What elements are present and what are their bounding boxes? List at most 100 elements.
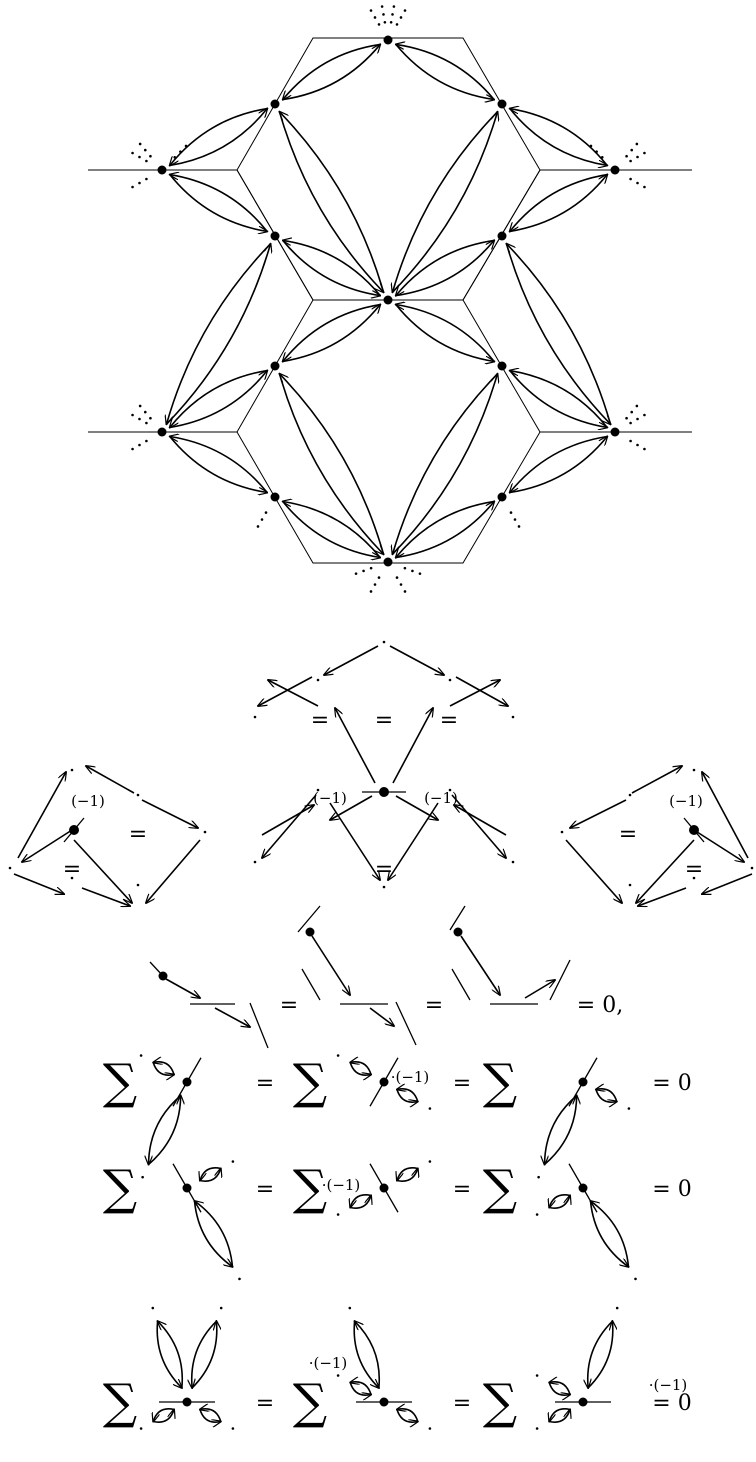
arrow-backward [397,1409,419,1422]
fan-dot [264,511,268,514]
corner-point [628,793,632,797]
arrow-forward [393,373,499,554]
vertex [578,1183,588,1193]
arrow-backward [510,109,608,166]
fan-dot [173,155,177,159]
lattice-double-arrow [283,240,380,295]
double-arrow [157,1321,182,1388]
corner-point [70,876,74,880]
equals-sign: = [63,857,81,882]
double-arrow [549,1195,570,1208]
vertex [379,1397,389,1407]
arrow-backward [282,305,380,363]
hexagon-cell [236,299,541,564]
arrow-backward [397,1089,419,1102]
lattice-vertex [383,35,393,45]
arrow-forward [395,43,494,99]
corner-point [316,678,320,682]
arrow-forward [510,173,608,232]
leg [297,905,321,933]
lattice-vertex [383,295,393,305]
end-point [238,1277,241,1281]
minus-one-label: ·(−1) [309,1354,348,1372]
corner-point [448,678,452,682]
equals-sign: = [425,993,443,1018]
corner-point [203,830,207,834]
arrow [631,766,682,794]
zero-result: = 0, [577,993,623,1018]
arrow [524,980,555,999]
arrow-backward [165,244,270,425]
arrow [693,829,744,862]
bottom-fan [256,511,268,528]
double-arrow [596,1089,617,1102]
double-arrow [149,1096,181,1165]
lattice-vertex [270,231,280,241]
star-diagram [139,1054,202,1179]
arrow-forward [393,111,499,292]
fan-dot [383,20,387,24]
arrow [388,802,439,880]
fan-dot [380,5,384,8]
summation-sign: ∑ [103,1160,137,1216]
arrow [455,676,508,706]
fan-dot [145,439,148,443]
arrow-forward [169,174,267,232]
arrow-forward [166,243,272,424]
vertex [578,1077,588,1087]
equals-sign: = [375,857,393,882]
fan-dot [138,155,141,159]
arrow [636,839,695,903]
fan-dot [595,150,598,153]
end-point [535,1427,539,1430]
double-arrow [397,1409,418,1422]
hexagonal-lattice [88,5,692,593]
corner-point [8,866,12,870]
arrow-backward [509,436,607,494]
arrow-backward [279,374,385,555]
arrow [460,935,500,995]
equation-row-3: ∑=∑·(−1)=∑= 0 [103,1160,692,1281]
double-arrow [350,1062,371,1075]
fan-dot [625,154,628,158]
lattice-double-arrow [279,374,383,554]
star-diagram [139,1306,235,1430]
fan-dot [373,583,377,586]
equation-row-2: ∑=∑·(−1)=∑= 0 [103,1054,692,1179]
lattice-double-arrow [510,109,607,166]
fan-dot [636,155,639,159]
summation-sign: ∑ [483,1160,517,1216]
lattice-double-arrow [283,44,380,99]
lattice-double-arrow [170,371,267,428]
fan-dot [184,144,188,148]
arrow-backward [544,1096,577,1166]
fan-dot [629,421,632,425]
summation-sign: ∑ [103,1374,137,1430]
equals-sign: = [619,822,637,847]
star-diagram [535,1306,619,1430]
fan-dot [589,144,593,148]
end-point [535,1213,539,1216]
leg [449,905,466,931]
vertex [379,1077,389,1087]
double-arrow [200,1409,221,1422]
fan-dot [629,177,632,181]
star-diagram [172,1160,241,1281]
corner-point [70,768,74,772]
end-point [428,1427,432,1430]
left-flower: (−1)== [8,766,207,906]
double-arrow [350,1382,371,1395]
arrow-backward [509,175,607,233]
fan-dot [377,23,381,26]
arrow [13,873,64,894]
end-point [231,1160,235,1163]
double-arrow [153,1062,174,1075]
star-diagram [336,1160,432,1216]
arrow-backward [596,1089,618,1102]
fan-dot [399,16,403,19]
double-arrow [549,1409,570,1422]
fan-dot [131,185,134,189]
arrow [262,794,317,858]
arrow [638,887,687,906]
lattice-double-arrow [283,501,380,557]
